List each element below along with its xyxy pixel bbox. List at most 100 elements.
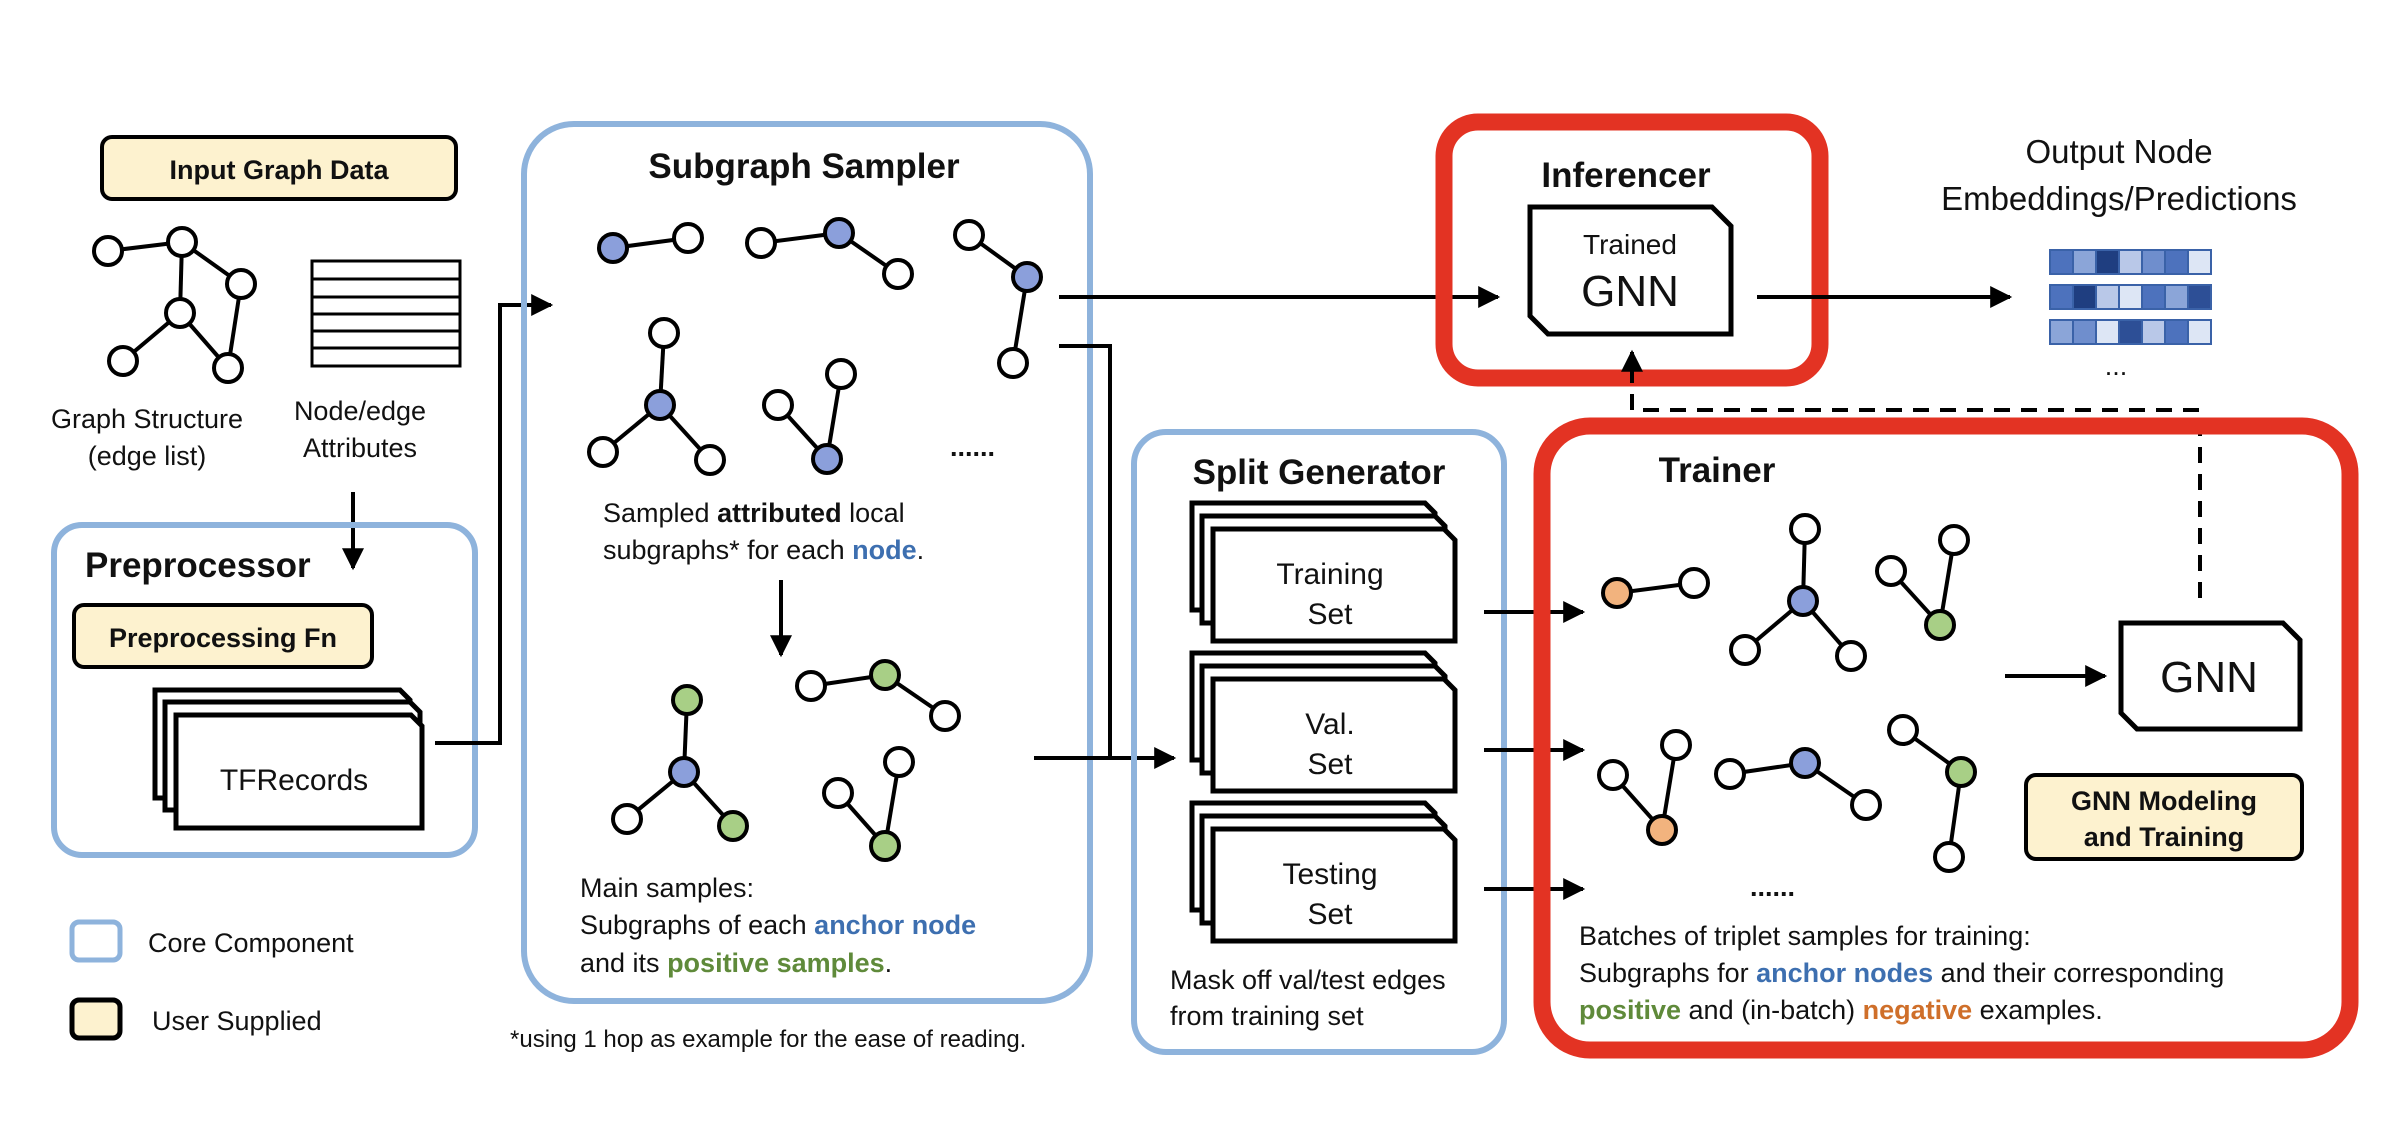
trainer-component: Trainer xyxy=(1533,417,2359,1059)
training-set-stack xyxy=(1189,500,1458,644)
subgraph-sampler-component: Subgraph Sampler xyxy=(510,121,1093,1053)
graph-node xyxy=(795,670,827,702)
gnn-modeling-sublabel: and Training xyxy=(2084,822,2245,852)
anchor-node xyxy=(1011,261,1043,293)
input-graph-data-tag xyxy=(100,135,458,201)
gnn-modeling-label: GNN Modeling xyxy=(2071,786,2257,816)
anchor-node xyxy=(644,389,676,421)
subgraph-sampler-box xyxy=(521,121,1093,1004)
graph-node xyxy=(694,444,726,476)
legend-user-swatch xyxy=(69,997,123,1041)
sampler-ellipsis: ...... xyxy=(950,432,995,462)
anchor-node xyxy=(1789,747,1821,779)
graph-node xyxy=(1835,640,1867,672)
graph-node xyxy=(1714,758,1746,790)
graph-structure-sublabel: (edge list) xyxy=(88,441,207,471)
preprocessing-fn-label: Preprocessing Fn xyxy=(109,623,337,653)
main-samples-line3: and its positive samples. xyxy=(580,948,892,978)
legend: Core Component User Supplied xyxy=(69,919,354,1041)
trainer-ellipsis: ...... xyxy=(1750,872,1795,902)
split-description-line1: Mask off val/test edges xyxy=(1170,965,1446,995)
legend-core-label: Core Component xyxy=(148,928,354,958)
graph-node xyxy=(882,258,914,290)
output-title-line1: Output Node xyxy=(2025,133,2212,170)
testing-set-stack xyxy=(1189,800,1458,944)
trainer-gnn-label: GNN xyxy=(2160,653,2258,702)
graph-node xyxy=(822,777,854,809)
trainer-description-line3: positive and (in-batch) negative example… xyxy=(1579,995,2103,1025)
split-generator-box xyxy=(1131,429,1507,1055)
negative-node xyxy=(1601,577,1633,609)
graph-node xyxy=(929,700,961,732)
graph-node xyxy=(1887,714,1919,746)
graph-node xyxy=(1789,513,1821,545)
preprocessor-box xyxy=(51,522,478,858)
main-samples xyxy=(611,659,961,862)
split-generator-component: Split Generator Training Set Val. Set Te… xyxy=(1131,429,1507,1055)
sampler-to-split-connector xyxy=(1059,344,1112,758)
training-batches xyxy=(1597,513,1977,873)
graph-node xyxy=(825,358,857,390)
inferencer-component: Inferencer Trained GNN xyxy=(1435,113,1829,387)
training-set-label: Training xyxy=(1276,558,1383,591)
preprocessor-component: Preprocessor Preprocessing Fn TFRecords xyxy=(51,522,478,858)
trainer-title: Trainer xyxy=(1659,451,1776,490)
trainer-gnn-box xyxy=(2118,620,2303,732)
gnn-modeling-tag xyxy=(2024,773,2304,861)
graph-node xyxy=(611,803,643,835)
positive-node xyxy=(717,810,749,842)
anchor-node xyxy=(597,232,629,264)
output-ellipsis: ... xyxy=(2105,351,2128,381)
graph-structure-label: Graph Structure xyxy=(51,404,243,434)
graph-node xyxy=(1875,555,1907,587)
testing-set-label: Testing xyxy=(1282,858,1377,891)
anchor-node xyxy=(811,443,843,475)
attribute-table-icon xyxy=(310,259,462,368)
val-set-sublabel: Set xyxy=(1307,748,1353,781)
anchor-node xyxy=(668,756,700,788)
graph-node xyxy=(883,746,915,778)
graph-node xyxy=(1850,789,1882,821)
graph-node xyxy=(1597,759,1629,791)
graph-node xyxy=(1660,729,1692,761)
positive-node xyxy=(671,684,703,716)
testing-set-sublabel: Set xyxy=(1307,898,1353,931)
inferencer-title: Inferencer xyxy=(1541,156,1711,195)
positive-node xyxy=(869,830,901,862)
graph-node xyxy=(672,222,704,254)
sampler-description-line1: Sampled attributed local xyxy=(603,498,905,528)
graph-node xyxy=(648,317,680,349)
subgraph-sampler-title: Subgraph Sampler xyxy=(648,147,960,186)
legend-core-swatch xyxy=(69,919,123,963)
graph-node xyxy=(587,436,619,468)
attributes-label: Node/edge xyxy=(294,396,426,426)
tfrecords-label: TFRecords xyxy=(220,764,368,797)
embedding-rows xyxy=(2049,249,2212,345)
trained-label: Trained xyxy=(1583,229,1677,260)
input-graph-icon xyxy=(92,226,257,384)
split-description-line2: from training set xyxy=(1170,1001,1364,1031)
preprocessor-title: Preprocessor xyxy=(85,546,311,585)
preprocessing-fn-tag xyxy=(72,603,374,669)
positive-node xyxy=(1945,756,1977,788)
negative-node xyxy=(1646,814,1678,846)
graph-node xyxy=(1729,634,1761,666)
graph-node xyxy=(762,389,794,421)
anchor-node xyxy=(823,217,855,249)
legend-user-label: User Supplied xyxy=(152,1006,322,1036)
graph-node xyxy=(1933,841,1965,873)
trained-gnn-box xyxy=(1527,204,1734,337)
trainer-description-line2: Subgraphs for anchor nodes and their cor… xyxy=(1579,958,2224,988)
attributes-sublabel: Attributes xyxy=(303,433,417,463)
anchor-node xyxy=(1787,585,1819,617)
output-section: Output Node Embeddings/Predictions xyxy=(1941,133,2297,381)
positive-node xyxy=(1924,609,1956,641)
trainer-box xyxy=(1533,417,2359,1059)
trainer-to-inferencer-dashed-arrow xyxy=(1621,349,2202,598)
sampled-subgraphs xyxy=(587,217,1043,476)
sampler-footnote: *using 1 hop as example for the ease of … xyxy=(510,1026,1026,1053)
graph-node xyxy=(745,227,777,259)
graph-node xyxy=(997,347,1029,379)
